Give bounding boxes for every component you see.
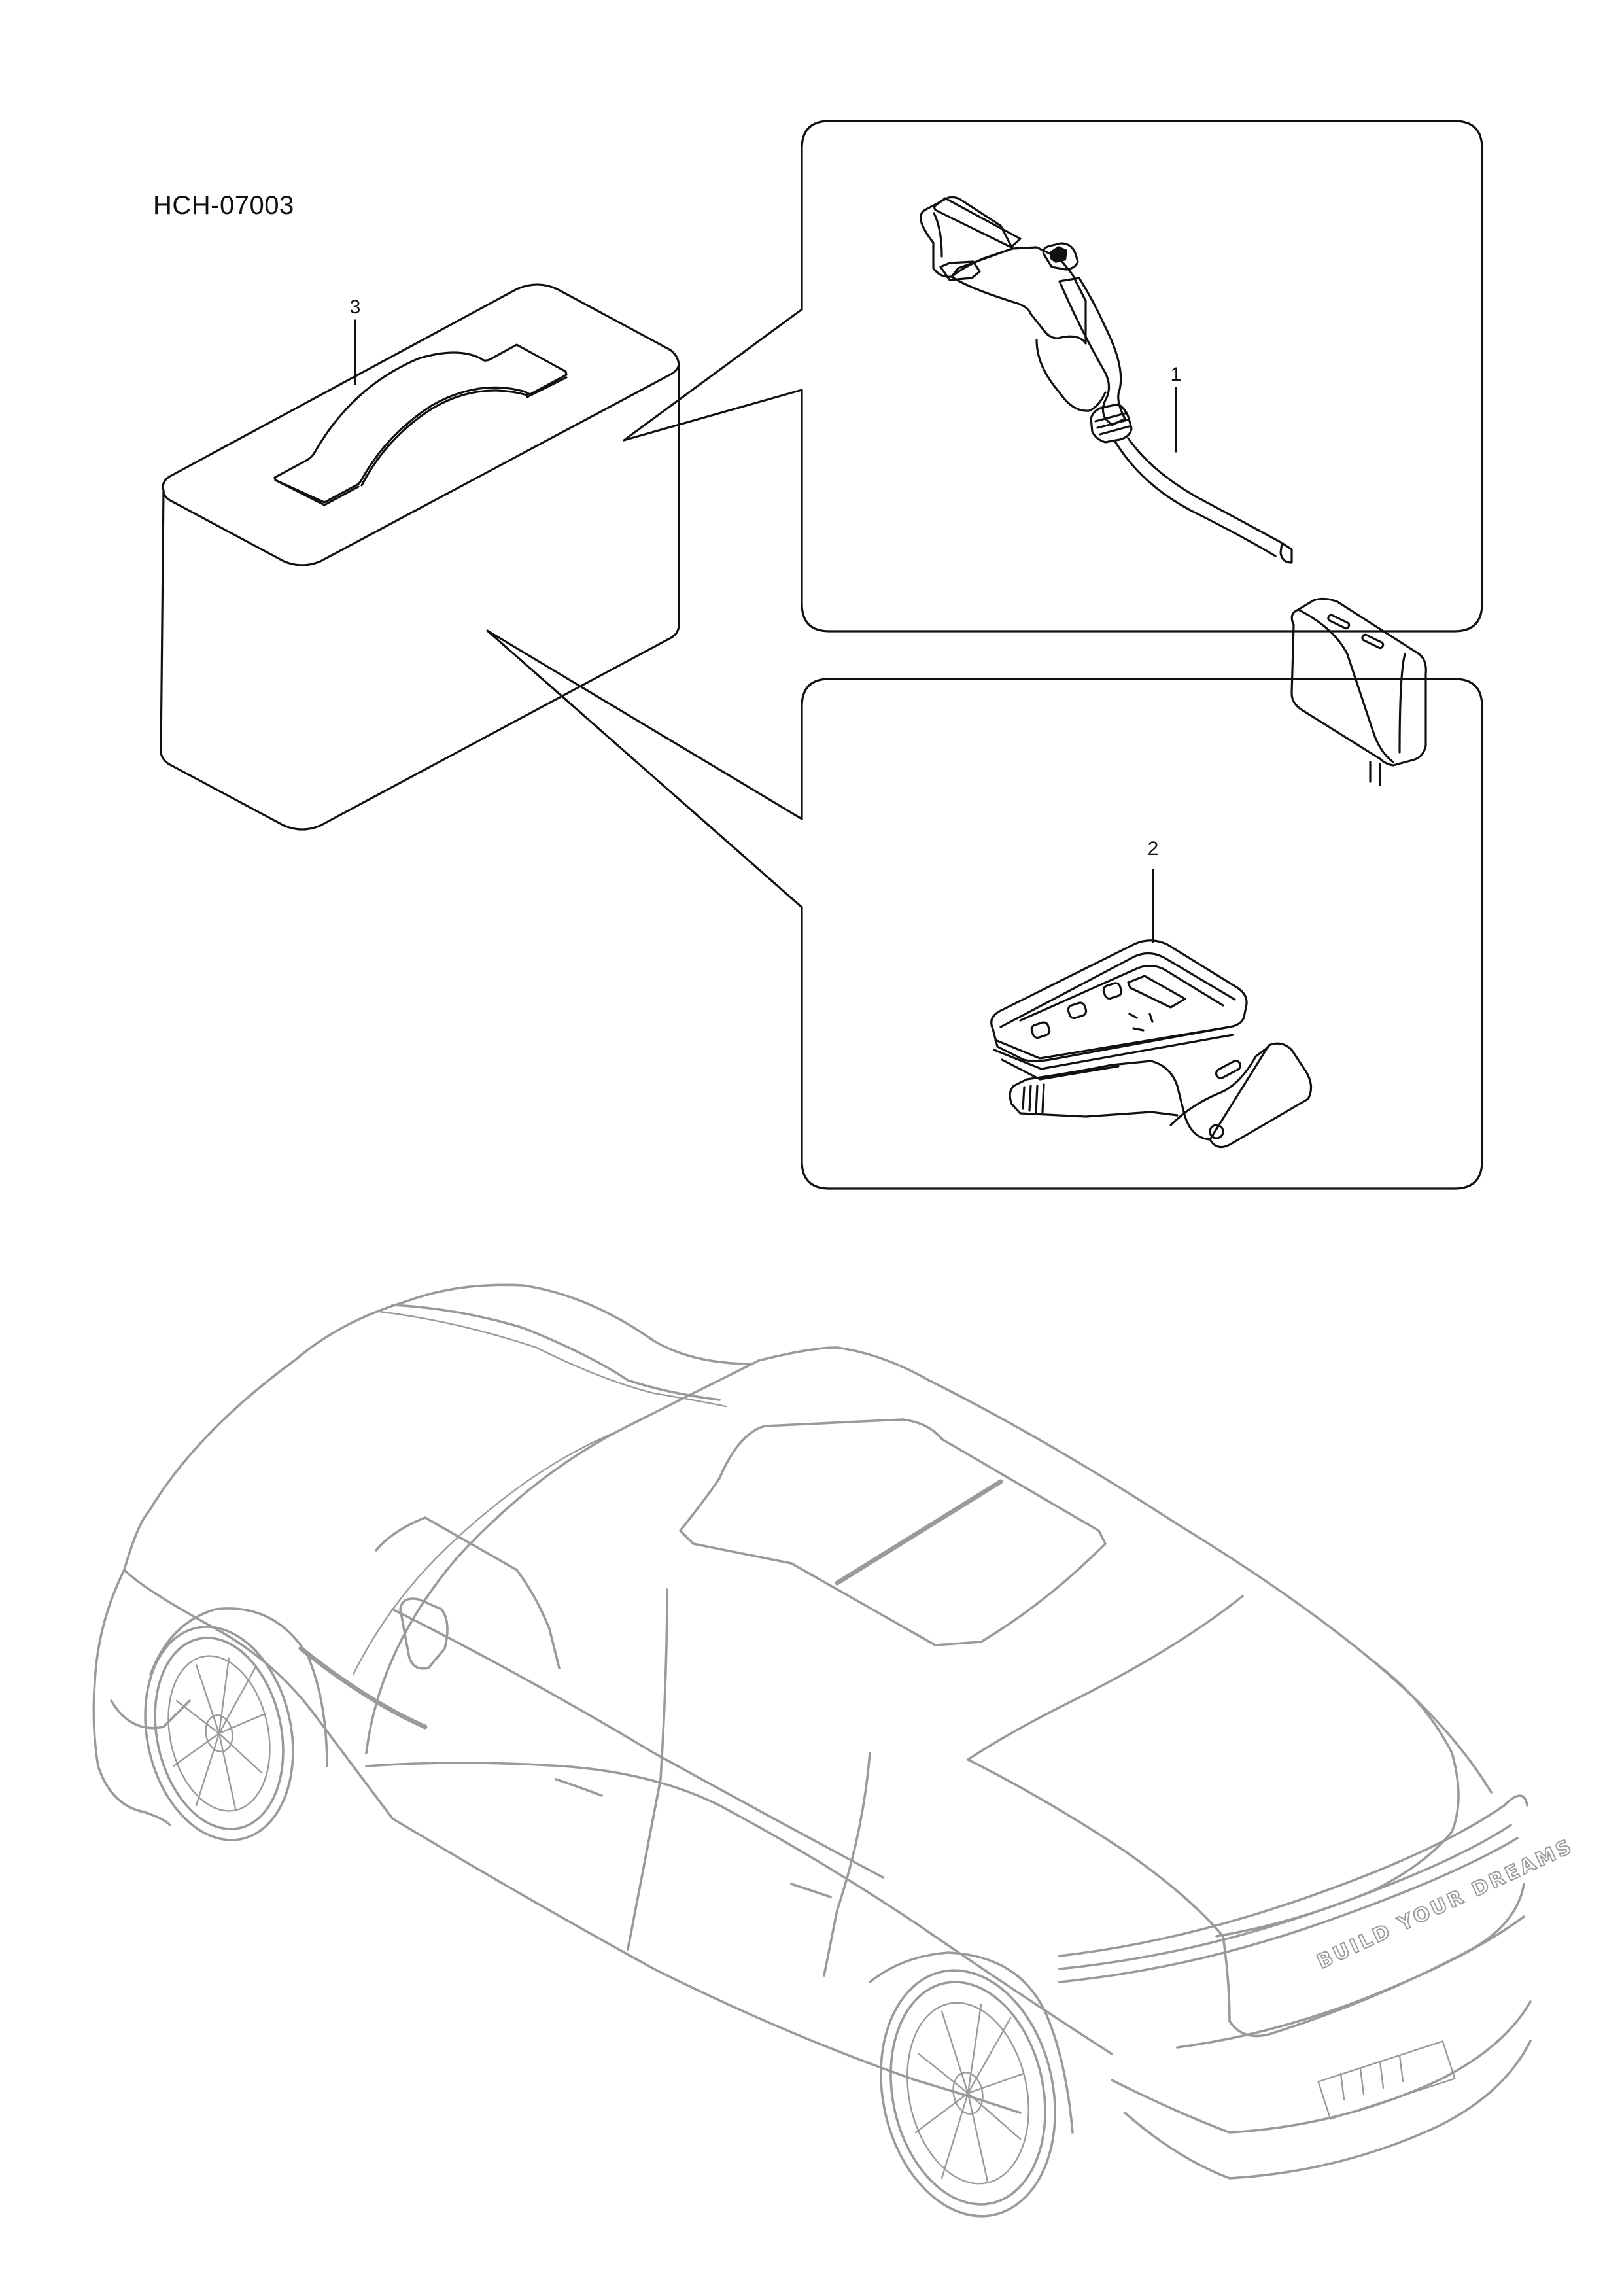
storage-case-icon bbox=[160, 283, 803, 909]
callout-number-1: 1 bbox=[1170, 364, 1182, 385]
vehicle-outline: BUILD YOUR DREAMS bbox=[92, 1283, 1578, 2218]
callout-number-2: 2 bbox=[1147, 838, 1159, 860]
rear-badge-text: BUILD YOUR DREAMS bbox=[1314, 1835, 1578, 1974]
detail-panel-1 bbox=[801, 120, 1483, 633]
coiled-cable-icon bbox=[990, 869, 1313, 1149]
callout-number-3: 3 bbox=[349, 296, 361, 318]
charging-cable-icon bbox=[920, 196, 1427, 786]
drawing-code: HCH-07003 bbox=[153, 191, 294, 220]
detail-panel-2 bbox=[801, 678, 1483, 1190]
